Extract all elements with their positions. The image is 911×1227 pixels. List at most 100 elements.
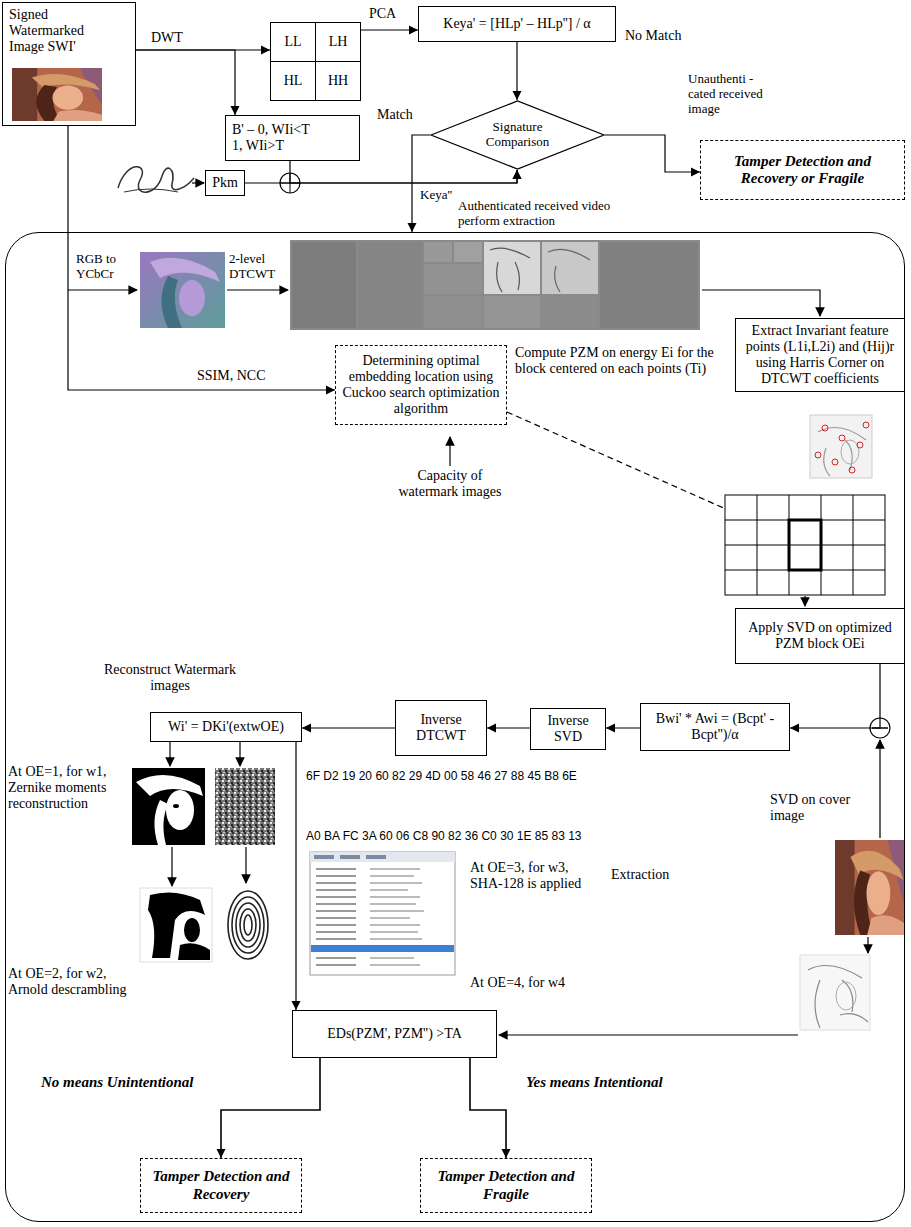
arrowhead — [302, 724, 311, 733]
screenshot-illustration — [370, 931, 418, 933]
screenshot-illustration — [370, 903, 416, 905]
key-box: Keya' = [HLp' – HLp''] / α — [418, 6, 616, 42]
diamond-shape — [431, 101, 604, 169]
node-text: Inverse SVD — [537, 713, 599, 745]
connector — [513, 42, 522, 100]
block-grid — [789, 520, 821, 570]
connector-line — [412, 135, 430, 232]
annotation-label: SVD on cover image — [770, 792, 870, 824]
cover-sketch — [836, 982, 856, 1010]
annotation-label: Keya'' — [420, 188, 452, 203]
annotation-label: Compute PZM on energy Ei for the block c… — [515, 345, 727, 377]
screenshot-illustration — [370, 924, 420, 926]
node-text: LL — [284, 34, 301, 50]
connector — [606, 724, 640, 733]
screenshot-illustration — [316, 896, 356, 898]
terminal-box: Tamper Detection and Fragile — [420, 1158, 592, 1213]
dtcwt-subbands-image — [454, 242, 482, 262]
connector — [136, 50, 240, 115]
subband-cell: HL — [270, 61, 316, 101]
arrowhead — [326, 386, 335, 395]
node-text: B' – 0, WIi<T 1, WIi>T — [232, 122, 320, 154]
screenshot-illustration — [370, 910, 424, 912]
connector — [302, 724, 395, 733]
flow-arrow — [245, 847, 246, 883]
screenshot-illustration — [370, 875, 414, 877]
node-text: Inverse DTCWT — [402, 712, 480, 744]
ycbcr-image — [150, 258, 220, 282]
ycbcr-image — [179, 280, 205, 316]
node-text: Pkm — [212, 175, 238, 191]
feature-points-image — [818, 428, 866, 477]
screenshot-illustration — [316, 917, 356, 919]
block-grid — [725, 545, 885, 546]
annotation-label: 2-level DTCWT — [229, 252, 287, 282]
signature-scribble — [192, 182, 204, 183]
feature-points-image — [841, 440, 859, 464]
connector-line — [790, 664, 880, 728]
subband-cell: LH — [315, 22, 361, 62]
dtcwt-subbands-image — [290, 240, 700, 330]
fingerprint — [222, 885, 275, 965]
edge-label: DWT — [150, 30, 184, 46]
node-text: Bwi' * Awi = (Bcpt' - Bcpt'')/α — [647, 711, 783, 743]
screenshot-illustration — [316, 903, 356, 905]
connector — [217, 1058, 321, 1158]
subband-cell: LL — [270, 22, 316, 62]
feature-points-image — [810, 415, 872, 478]
process-box: Inverse DTCWT — [395, 700, 487, 756]
arrowhead — [513, 91, 522, 100]
feature-points-image — [810, 415, 872, 478]
connector-line — [470, 1058, 506, 1158]
cover-sketch — [800, 955, 870, 1030]
dtcwt-subbands-image — [424, 242, 452, 262]
node-text: Wi' = DKi'(extwOE) — [168, 719, 284, 735]
arrowhead — [409, 26, 418, 35]
connector-line — [245, 170, 517, 183]
process-box: Inverse SVD — [530, 708, 606, 750]
dtcwt-subbands-image — [548, 249, 590, 292]
recovered-logo — [184, 918, 200, 942]
node-text: Tamper Detection and Recovery — [147, 1168, 295, 1203]
screenshot-illustration — [370, 896, 420, 898]
node-text: Keya' = [HLp' – HLp''] / α — [443, 16, 590, 32]
node-text: EDs(PZM', PZM'') >TA — [327, 1026, 462, 1042]
node-text: Tamper Detection and Recovery or Fragile — [707, 153, 898, 188]
connector — [292, 742, 301, 1010]
node-text: Tamper Detection and Fragile — [427, 1168, 585, 1203]
scrambled-watermark — [215, 768, 275, 845]
cover-sketch — [800, 955, 870, 1030]
arrowhead — [261, 46, 270, 55]
connector — [790, 664, 880, 733]
connector — [470, 1058, 511, 1158]
fingerprint — [244, 915, 252, 935]
recovered-logo — [140, 888, 212, 962]
fingerprint — [228, 891, 268, 959]
arrowhead — [408, 223, 417, 232]
node-text: Signed Watermarked Image SWI' — [9, 7, 109, 55]
node-text: Determining optimal embedding location u… — [342, 353, 500, 417]
screenshot-illustration — [370, 882, 422, 884]
arrowhead — [231, 106, 240, 115]
screenshot-illustration — [311, 945, 454, 952]
process-box: Apply SVD on optimized PZM block OEi — [735, 608, 905, 664]
dtcwt-subbands-image — [484, 296, 540, 328]
screenshot-illustration — [340, 855, 360, 859]
cover-sketch — [808, 966, 868, 1029]
image-box: Signed Watermarked Image SWI' — [2, 2, 136, 126]
dtcwt-subbands-image — [542, 296, 598, 328]
feature-points-image — [839, 435, 845, 441]
screenshot-illustration — [370, 917, 410, 919]
flow-arrow — [449, 437, 450, 466]
annotation-label: At OE=1, for w1, Zernike moments reconst… — [8, 764, 130, 812]
edge-label: No Match — [624, 28, 682, 44]
ycbcr-image — [162, 276, 183, 328]
flow-arrow — [227, 289, 288, 290]
screenshot-illustration — [316, 889, 356, 891]
screenshot-illustration — [316, 938, 356, 940]
process-box: Wi' = DKi'(extwOE) — [150, 712, 302, 742]
watermark-logo — [136, 775, 203, 796]
dtcwt-subbands-image — [358, 242, 422, 328]
annotation-label: Capacity of watermark images — [395, 468, 505, 500]
edge-label: Yes means Intentional — [525, 1074, 664, 1091]
